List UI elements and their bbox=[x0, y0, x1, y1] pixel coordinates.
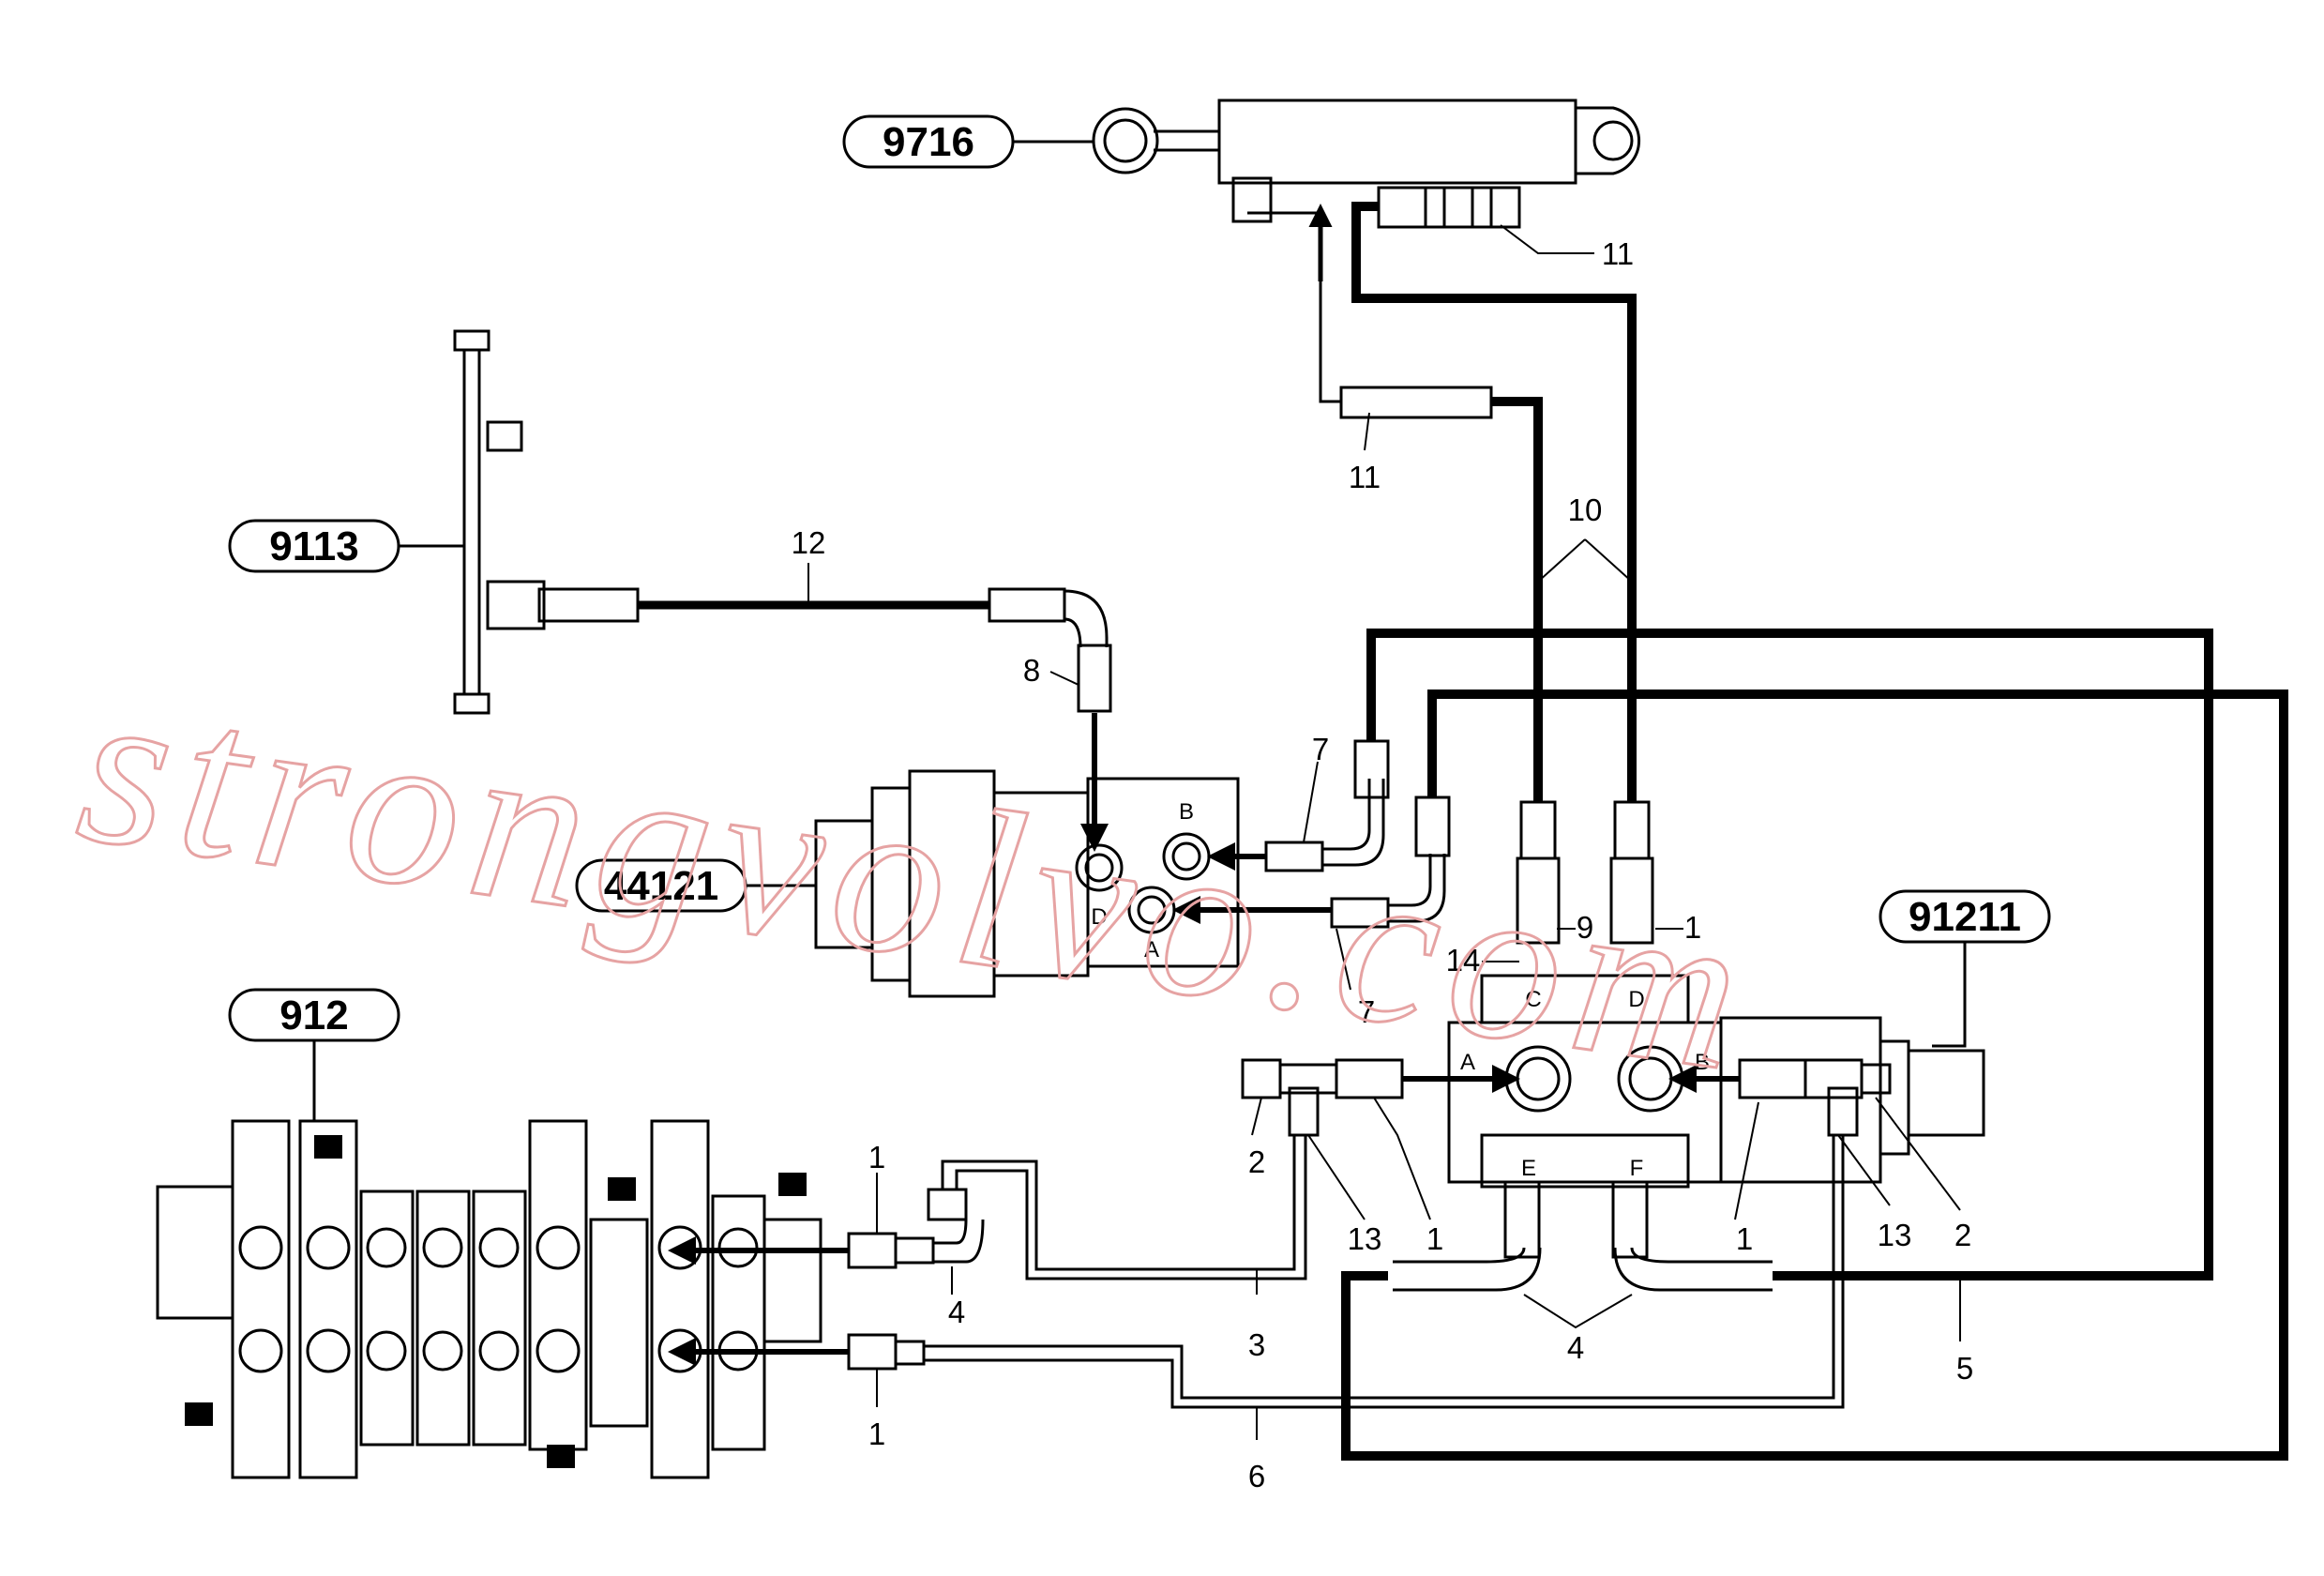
tee-fitting bbox=[453, 329, 546, 715]
svg-text:7: 7 bbox=[1312, 732, 1329, 766]
svg-text:6: 6 bbox=[1248, 1459, 1265, 1493]
svg-text:912: 912 bbox=[279, 993, 348, 1038]
svg-text:1: 1 bbox=[868, 1417, 885, 1451]
callout-leaders bbox=[807, 224, 1961, 1440]
hose-3 bbox=[847, 1135, 1307, 1280]
svg-text:7: 7 bbox=[1358, 994, 1375, 1029]
svg-text:1: 1 bbox=[1684, 910, 1701, 945]
hose-11-b bbox=[1351, 202, 1637, 802]
port-label-d: D bbox=[1091, 904, 1107, 930]
svg-text:3: 3 bbox=[1248, 1327, 1265, 1362]
valve-fittings bbox=[1241, 1058, 1892, 1292]
hose-12 bbox=[537, 587, 1112, 852]
svg-text:44121: 44121 bbox=[604, 863, 718, 909]
svg-text:10: 10 bbox=[1568, 492, 1603, 527]
svg-text:8: 8 bbox=[1023, 653, 1040, 688]
svg-text:11: 11 bbox=[1602, 236, 1634, 271]
svg-text:12: 12 bbox=[792, 525, 826, 560]
port-label-a2: A bbox=[1460, 1050, 1475, 1075]
svg-text:2: 2 bbox=[1248, 1144, 1265, 1179]
svg-text:4: 4 bbox=[1567, 1330, 1584, 1365]
svg-text:1: 1 bbox=[868, 1140, 885, 1174]
svg-text:13: 13 bbox=[1348, 1221, 1382, 1256]
control-valve-stack bbox=[156, 1119, 822, 1479]
port-label-f: F bbox=[1630, 1156, 1644, 1181]
label-912: 912 bbox=[228, 988, 400, 1121]
svg-text:4: 4 bbox=[948, 1295, 965, 1329]
valve-block bbox=[1447, 974, 1985, 1189]
port-label-a: A bbox=[1144, 937, 1159, 962]
svg-text:1: 1 bbox=[1736, 1221, 1753, 1256]
svg-text:1: 1 bbox=[1426, 1221, 1443, 1256]
label-9716: 9716 bbox=[842, 114, 1094, 169]
label-44121: 44121 bbox=[575, 858, 816, 913]
port-label-d2: D bbox=[1628, 987, 1644, 1012]
svg-text:11: 11 bbox=[1349, 460, 1381, 494]
watermark: strongvolvo.com bbox=[67, 638, 1768, 1119]
label-9113: 9113 bbox=[228, 519, 464, 573]
control-valve-caps bbox=[185, 1135, 807, 1468]
hose-9-1-fittings bbox=[1516, 800, 1654, 945]
port-label-e: E bbox=[1521, 1156, 1536, 1181]
label-91211: 91211 bbox=[1879, 889, 2051, 1048]
svg-text:5: 5 bbox=[1956, 1351, 1973, 1386]
port-label-b2: B bbox=[1695, 1050, 1710, 1075]
svg-text:13: 13 bbox=[1878, 1218, 1912, 1252]
svg-text:9113: 9113 bbox=[269, 523, 358, 569]
pipe-loops bbox=[1341, 629, 2288, 1461]
hose-11-a bbox=[1247, 204, 1543, 802]
port-label-c: C bbox=[1525, 987, 1541, 1012]
port-label-b: B bbox=[1179, 799, 1194, 825]
svg-text:9: 9 bbox=[1577, 910, 1593, 945]
svg-text:14: 14 bbox=[1446, 943, 1481, 977]
svg-text:2: 2 bbox=[1954, 1218, 1971, 1252]
callout-numbers: 11 11 12 10 8 7 7 9 1 14 2 13 1 1 13 2 1… bbox=[792, 236, 1974, 1493]
svg-text:9716: 9716 bbox=[883, 119, 974, 165]
svg-text:91211: 91211 bbox=[1909, 894, 2021, 940]
